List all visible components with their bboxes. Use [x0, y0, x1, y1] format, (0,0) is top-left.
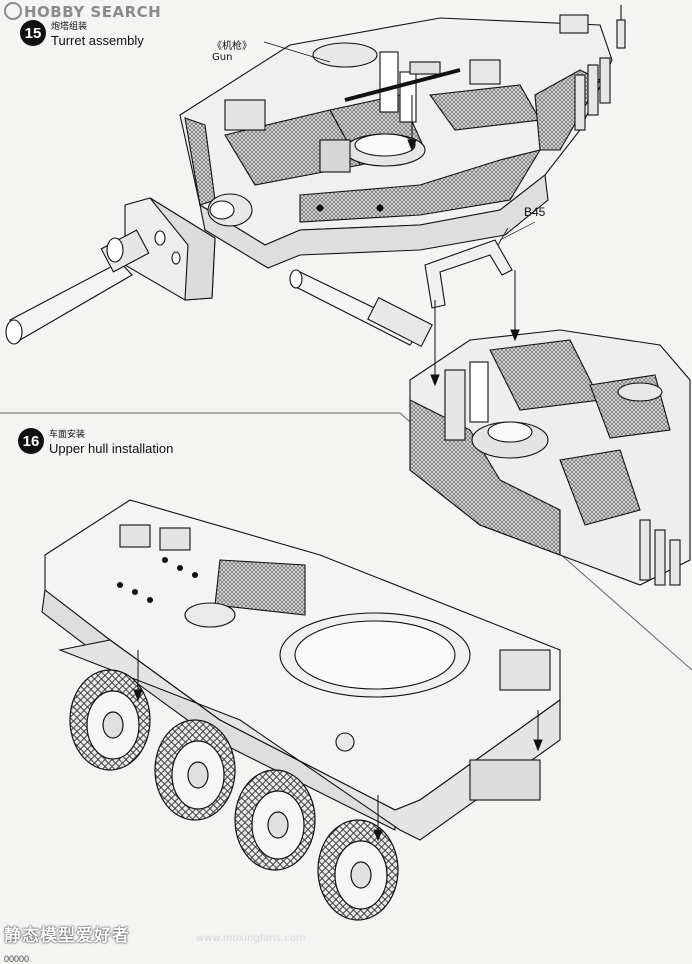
lower-hull-chassis [58, 639, 561, 841]
moxingfans-url: www.moxingfans.com [196, 933, 306, 944]
turret-exploded [179, 5, 626, 269]
main-gun-barrel [5, 229, 150, 345]
step-16-number: 16 [18, 428, 44, 454]
wheel-2 [154, 719, 236, 821]
step-15-number: 15 [20, 20, 46, 46]
mantlet-cover-part [124, 197, 216, 301]
step-16-title-cn: 车面安装 [49, 430, 86, 440]
gun-callout: 《机枪》 Gun [212, 41, 252, 63]
assembly-arrows-step16 [133, 650, 543, 842]
wheel-1 [69, 669, 151, 771]
step-15-title-en: Turret assembly [51, 33, 144, 48]
part-b45-label: B45 [524, 205, 546, 219]
step-15-title-cn: 炮塔组装 [51, 22, 88, 32]
assembly-arrows-step15 [263, 41, 536, 387]
hobby-search-watermark: HOBBY SEARCH [4, 2, 161, 21]
gun-callout-en: Gun [212, 52, 233, 63]
inserted-barrel [289, 269, 433, 348]
assembled-turret [409, 329, 691, 586]
step-15-header: 15 炮塔组装 Turret assembly [20, 20, 144, 48]
page-number: 00000 [4, 954, 30, 964]
moxingfans-watermark: 静态模型爱好者 [4, 926, 130, 946]
upper-hull-part [41, 499, 561, 831]
part-b45 [424, 227, 513, 309]
step-16-title-en: Upper hull installation [49, 441, 174, 456]
hobby-search-logo-icon [4, 2, 22, 20]
wheel-set [69, 669, 399, 921]
step-16-header: 16 车面安装 Upper hull installation [18, 428, 173, 456]
wheel-4 [317, 819, 399, 921]
wheel-3 [234, 769, 316, 871]
gun-callout-cn: 《机枪》 [212, 41, 252, 52]
